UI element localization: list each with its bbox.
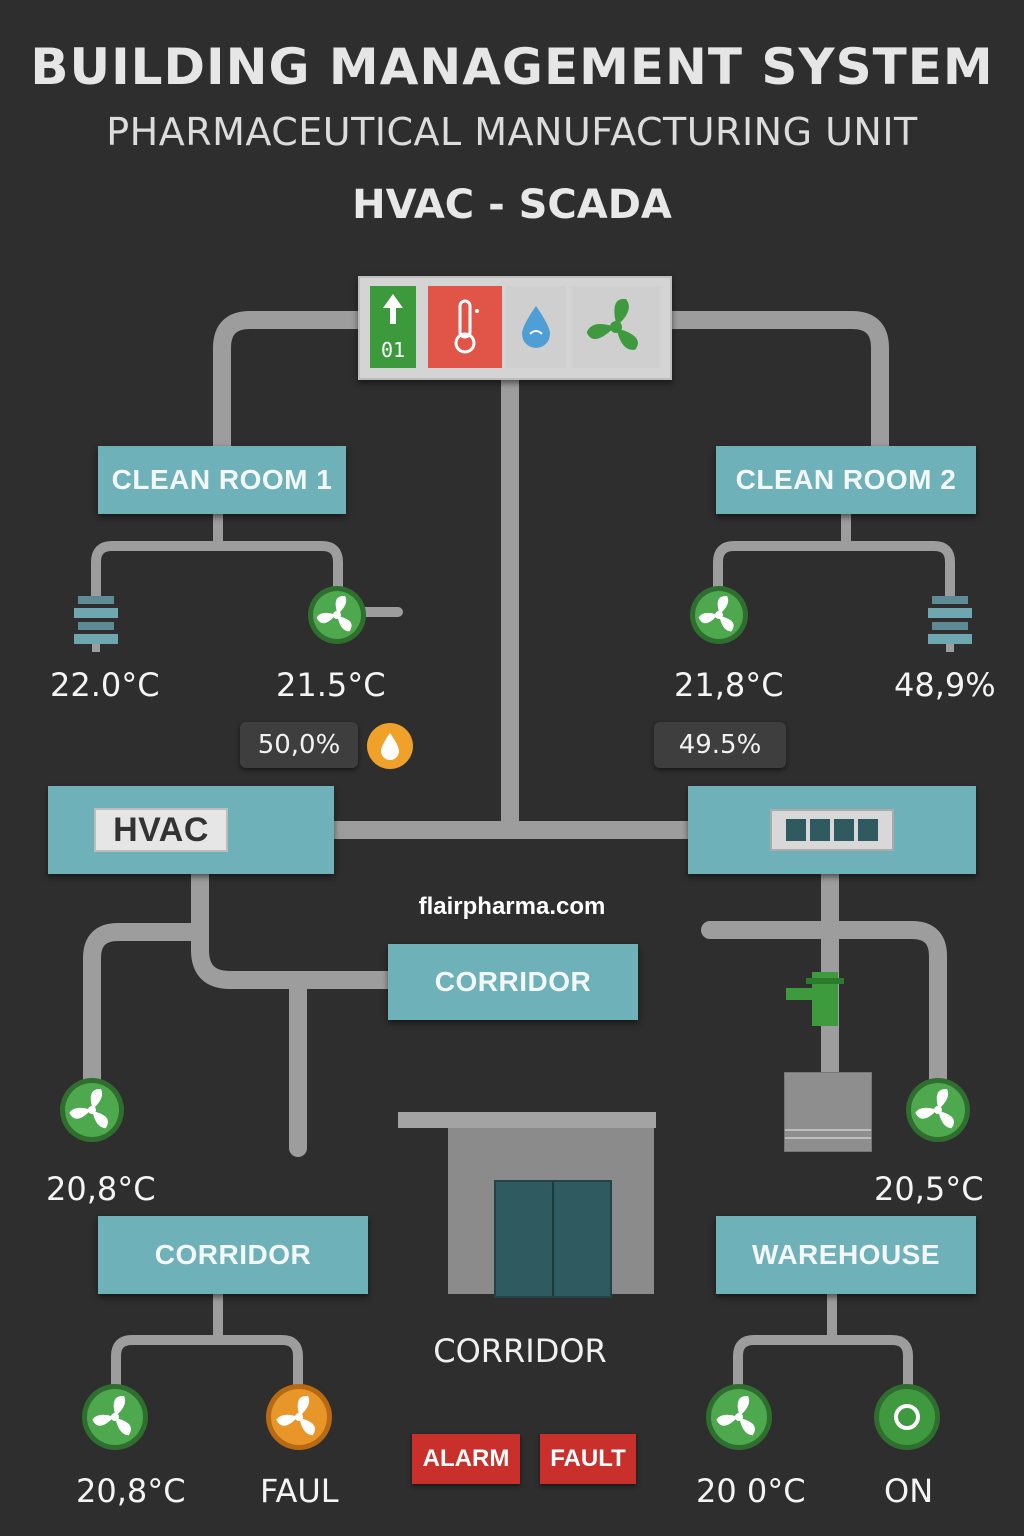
humidity-reading: 49.5% — [654, 722, 786, 768]
switch-status: ON — [884, 1472, 934, 1510]
fan-fault-icon[interactable] — [264, 1382, 334, 1452]
hvac-unit[interactable]: HVAC — [48, 786, 334, 874]
equipment-box[interactable] — [784, 1072, 872, 1152]
indicator-light — [858, 819, 878, 841]
page-subtitle: PHARMACEUTICAL MANUFACTURING UNIT — [106, 110, 918, 154]
building-icon[interactable] — [398, 1112, 656, 1298]
room-label: CLEAN ROOM 1 — [111, 464, 333, 495]
fan-indicator[interactable] — [572, 286, 660, 368]
level-label: 01 — [380, 338, 406, 362]
room-clean-room-2[interactable]: CLEAN ROOM 2 — [716, 446, 976, 514]
room-label: CLEAN ROOM 2 — [735, 464, 957, 495]
temperature-reading: 22.0°C — [50, 666, 160, 704]
room-corridor-center[interactable]: CORRIDOR — [388, 944, 638, 1020]
temperature-reading: 20,5°C — [874, 1170, 984, 1208]
filter-icon[interactable] — [74, 594, 118, 652]
temperature-reading: 20 0°C — [696, 1472, 806, 1510]
temperature-reading: 20,8°C — [76, 1472, 186, 1510]
room-corridor-left[interactable]: CORRIDOR — [98, 1216, 368, 1294]
filter-icon[interactable] — [928, 594, 972, 652]
control-unit[interactable] — [688, 786, 976, 874]
door-icon — [494, 1180, 612, 1298]
room-label: CORRIDOR — [154, 1239, 312, 1270]
temperature-reading: 21,8°C — [674, 666, 784, 704]
power-switch-icon[interactable] — [872, 1382, 942, 1452]
fan-icon[interactable] — [58, 1076, 126, 1144]
level-indicator[interactable]: 01 — [370, 286, 416, 368]
water-drop-icon — [522, 306, 550, 348]
fan-icon[interactable] — [80, 1382, 150, 1452]
building-label: CORRIDOR — [433, 1332, 607, 1370]
indicator-light — [810, 819, 830, 841]
fan-icon[interactable] — [688, 584, 750, 646]
room-warehouse[interactable]: WAREHOUSE — [716, 1216, 976, 1294]
room-label: CORRIDOR — [434, 966, 592, 997]
fault-status: FAUL — [260, 1472, 339, 1510]
indicator-panel — [770, 809, 894, 851]
fan-icon — [586, 298, 638, 350]
indicator-light — [786, 819, 806, 841]
hvac-label: HVAC — [94, 808, 228, 852]
fan-icon[interactable] — [704, 1382, 774, 1452]
valve-icon[interactable] — [786, 970, 854, 1030]
page-title: BUILDING MANAGEMENT SYSTEM — [30, 38, 994, 96]
alarm-button[interactable]: ALARM — [412, 1434, 520, 1484]
indicator-light — [834, 819, 854, 841]
temperature-indicator[interactable] — [428, 286, 502, 368]
humidity-reading: 48,9% — [894, 666, 996, 704]
thermometer-icon — [454, 299, 479, 354]
temperature-reading: 20,8°C — [46, 1170, 156, 1208]
fan-icon[interactable] — [904, 1076, 972, 1144]
fan-icon[interactable] — [306, 584, 368, 646]
temperature-reading: 21.5°C — [276, 666, 386, 704]
humidity-indicator[interactable] — [506, 286, 566, 368]
system-title: HVAC - SCADA — [352, 182, 672, 228]
room-label: WAREHOUSE — [751, 1239, 941, 1270]
fault-button[interactable]: FAULT — [540, 1434, 636, 1484]
website-url: flairpharma.com — [418, 893, 606, 920]
status-panel: 01 — [358, 276, 672, 380]
water-drop-icon — [367, 723, 413, 769]
room-clean-room-1[interactable]: CLEAN ROOM 1 — [98, 446, 346, 514]
arrow-up-icon — [383, 294, 403, 324]
humidity-reading: 50,0% — [240, 722, 358, 768]
